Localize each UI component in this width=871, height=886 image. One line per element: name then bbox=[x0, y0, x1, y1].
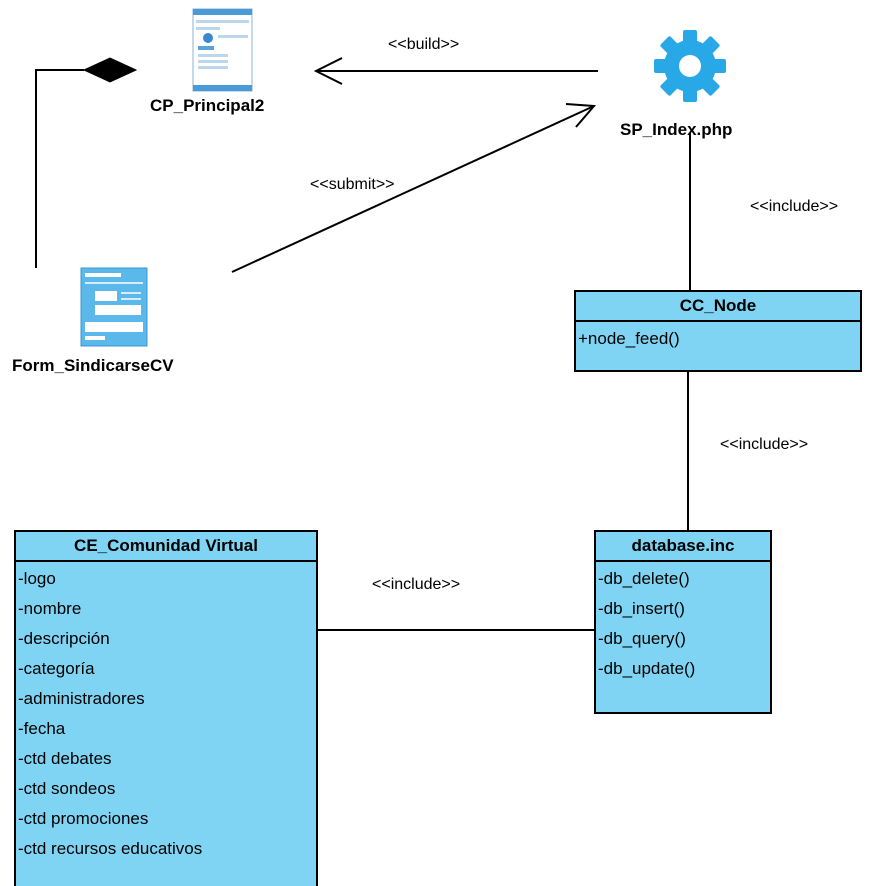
attribute-item: -ctd debates bbox=[18, 749, 112, 768]
cp-principal2-name: CP_Principal2 bbox=[150, 96, 265, 115]
form-sindicarse-name: Form_SindicarseCV bbox=[12, 356, 174, 375]
attribute-item: -logo bbox=[18, 569, 56, 588]
submit-label: <<submit>> bbox=[310, 176, 395, 193]
database-inc-class[interactable]: database.inc -db_delete() -db_insert() -… bbox=[594, 530, 772, 714]
operation-item: -db_update() bbox=[598, 659, 696, 678]
attributes-list: -logo -nombre -descripción -categoría -a… bbox=[16, 562, 316, 864]
operation-item: -db_delete() bbox=[598, 569, 690, 588]
include-label-sp-node: <<include>> bbox=[750, 198, 839, 215]
operations-list: +node_feed() bbox=[576, 322, 860, 354]
cc-node-class[interactable]: CC_Node +node_feed() bbox=[574, 290, 862, 372]
client-page-icon bbox=[192, 8, 253, 92]
operation-item: -db_insert() bbox=[598, 599, 685, 618]
include-label-db-ce: <<include>> bbox=[372, 576, 461, 593]
attribute-item: -administradores bbox=[18, 689, 145, 708]
class-name: database.inc bbox=[596, 532, 770, 562]
form-icon bbox=[80, 267, 148, 347]
composition-edge bbox=[35, 69, 84, 268]
attribute-item: -nombre bbox=[18, 599, 82, 618]
composition-diamond bbox=[82, 57, 138, 83]
submit-arrowhead bbox=[565, 103, 597, 128]
class-name: CC_Node bbox=[576, 292, 860, 322]
include-label-node-db: <<include>> bbox=[720, 436, 809, 453]
sp-index-name: SP_Index.php bbox=[620, 120, 733, 139]
attribute-item: -descripción bbox=[18, 629, 110, 648]
class-name: CE_Comunidad Virtual bbox=[16, 532, 316, 562]
attribute-item: -categoría bbox=[18, 659, 95, 678]
attribute-item: -ctd sondeos bbox=[18, 779, 116, 798]
build-label: <<build>> bbox=[388, 36, 460, 53]
attribute-item: -fecha bbox=[18, 719, 66, 738]
build-arrowhead bbox=[313, 57, 343, 85]
ce-comunidad-virtual-class[interactable]: CE_Comunidad Virtual -logo -nombre -desc… bbox=[14, 530, 318, 886]
operations-list: -db_delete() -db_insert() -db_query() -d… bbox=[596, 562, 770, 684]
operation-item: +node_feed() bbox=[578, 329, 680, 348]
submit-edge bbox=[231, 105, 595, 273]
attribute-item: -ctd recursos educativos bbox=[18, 839, 203, 858]
attribute-item: -ctd promociones bbox=[18, 809, 149, 828]
operation-item: -db_query() bbox=[598, 629, 686, 648]
gear-icon bbox=[654, 30, 726, 102]
